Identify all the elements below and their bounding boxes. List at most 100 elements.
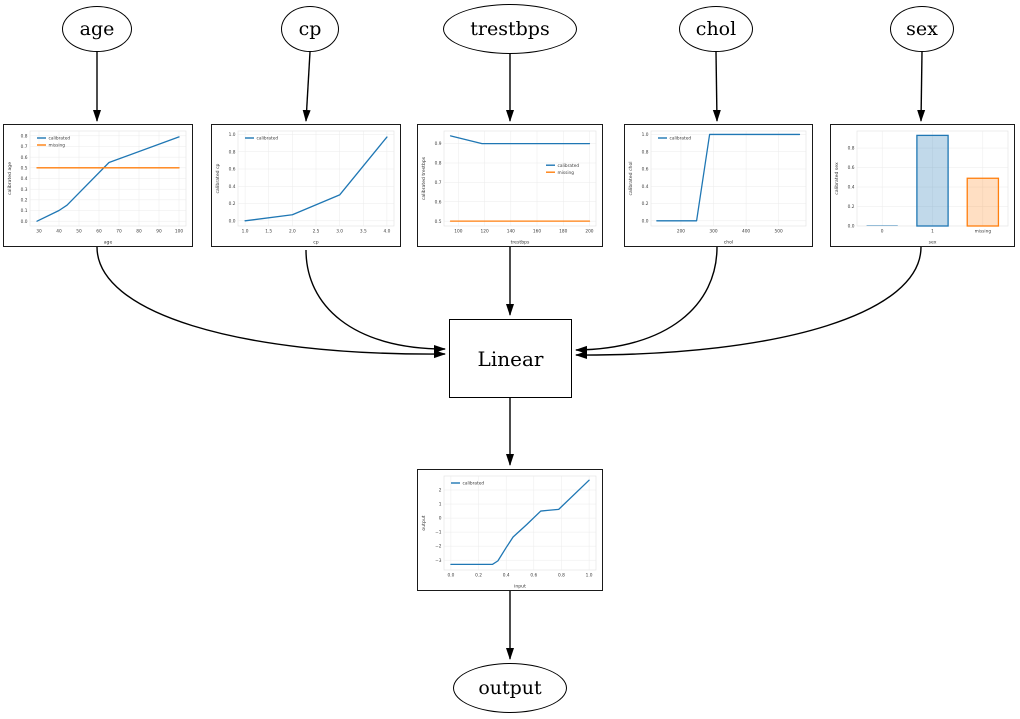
svg-text:calibrated sex: calibrated sex	[834, 162, 840, 195]
svg-text:200: 200	[585, 229, 593, 235]
svg-text:0.7: 0.7	[435, 180, 442, 186]
svg-text:120: 120	[481, 229, 489, 235]
svg-text:0.2: 0.2	[21, 197, 28, 203]
svg-text:trestbps: trestbps	[511, 240, 530, 246]
input-node-age: age	[62, 6, 132, 52]
svg-text:160: 160	[533, 229, 541, 235]
edge-chol-plot-to-linear	[575, 246, 718, 354]
svg-text:0: 0	[439, 516, 442, 522]
svg-text:2.0: 2.0	[289, 229, 296, 235]
svg-text:0.2: 0.2	[229, 201, 236, 207]
svg-text:−1: −1	[435, 530, 442, 536]
svg-text:1.0: 1.0	[586, 573, 593, 579]
svg-text:0.0: 0.0	[229, 218, 236, 224]
svg-text:0.8: 0.8	[848, 146, 855, 152]
svg-text:0.9: 0.9	[435, 141, 442, 147]
input-node-cp: cp	[281, 6, 339, 52]
svg-text:500: 500	[775, 229, 783, 235]
svg-text:50: 50	[76, 229, 82, 235]
svg-text:2: 2	[439, 488, 442, 494]
svg-text:90: 90	[156, 229, 162, 235]
trestbps-chart-svg: 100 120 140 160 180 200 0.5 0.6 0.7 0.8 0.9 trestbp…	[421, 130, 597, 246]
svg-text:1: 1	[439, 502, 442, 508]
svg-text:0.8: 0.8	[435, 161, 442, 167]
svg-text:0: 0	[881, 229, 884, 235]
edge-age-plot-to-linear	[96, 246, 446, 359]
svg-text:3.0: 3.0	[336, 229, 343, 235]
output-node-label: output	[478, 677, 542, 699]
edge-chol-node-to-plot	[712, 51, 721, 122]
svg-text:missing: missing	[49, 143, 66, 149]
svg-text:chol: chol	[724, 240, 734, 246]
svg-text:0.0: 0.0	[642, 218, 649, 224]
svg-text:140: 140	[507, 229, 515, 235]
svg-text:1.5: 1.5	[265, 229, 272, 235]
svg-text:input: input	[514, 584, 526, 590]
svg-text:0.8: 0.8	[642, 149, 649, 155]
svg-text:0.1: 0.1	[21, 208, 28, 214]
svg-text:200: 200	[677, 229, 685, 235]
edge-cp-node-to-plot	[302, 51, 311, 122]
svg-text:0.4: 0.4	[503, 573, 510, 579]
svg-text:100: 100	[454, 229, 462, 235]
svg-text:2.5: 2.5	[313, 229, 320, 235]
svg-text:0.0: 0.0	[447, 573, 454, 579]
svg-text:0.8: 0.8	[229, 149, 236, 155]
output-node: output	[453, 663, 567, 713]
edge-cp-plot-to-linear	[305, 249, 446, 353]
svg-text:output: output	[421, 515, 427, 530]
svg-text:calibrated chol: calibrated chol	[628, 161, 634, 195]
trestbps-calibration-plot: 100 120 140 160 180 200 0.5 0.6 0.7 0.8 0.9 trestbp…	[417, 124, 603, 247]
svg-text:calibrated age: calibrated age	[7, 162, 13, 195]
input-node-trestbps: trestbps	[443, 4, 577, 54]
svg-text:0.6: 0.6	[848, 165, 855, 171]
input-node-sex: sex	[890, 6, 954, 52]
svg-text:40: 40	[56, 229, 62, 235]
svg-text:0.6: 0.6	[21, 155, 28, 161]
linear-layer-box: Linear	[449, 319, 572, 398]
svg-text:cp: cp	[313, 241, 319, 246]
svg-text:30: 30	[36, 229, 42, 235]
svg-text:0.2: 0.2	[475, 573, 482, 579]
svg-text:0.5: 0.5	[435, 219, 442, 225]
svg-text:0.3: 0.3	[21, 187, 28, 193]
svg-text:3.5: 3.5	[360, 229, 367, 235]
svg-text:60: 60	[96, 229, 102, 235]
svg-text:calibrated cp: calibrated cp	[215, 163, 221, 193]
input-node-age-label: age	[79, 18, 115, 40]
input-node-cp-label: cp	[298, 18, 322, 40]
svg-text:180: 180	[559, 229, 567, 235]
svg-text:0.8: 0.8	[558, 573, 565, 579]
input-node-trestbps-label: trestbps	[470, 18, 550, 40]
svg-text:0.7: 0.7	[21, 144, 28, 150]
input-node-chol-label: chol	[695, 18, 737, 40]
svg-text:calibrated: calibrated	[558, 163, 580, 169]
svg-text:100: 100	[175, 229, 183, 235]
svg-text:0.4: 0.4	[229, 184, 236, 190]
svg-text:−3: −3	[435, 558, 442, 564]
svg-text:4.0: 4.0	[383, 229, 390, 235]
input-node-sex-label: sex	[906, 18, 938, 40]
svg-text:0.6: 0.6	[530, 573, 537, 579]
svg-text:0.4: 0.4	[642, 184, 649, 190]
svg-text:0.2: 0.2	[848, 204, 855, 210]
svg-text:0.6: 0.6	[435, 199, 442, 205]
svg-text:0.8: 0.8	[21, 133, 28, 139]
svg-text:0.2: 0.2	[642, 201, 649, 207]
svg-text:age: age	[104, 241, 113, 246]
input-node-chol: chol	[679, 6, 753, 52]
svg-text:0.0: 0.0	[848, 224, 855, 230]
svg-text:0.4: 0.4	[848, 185, 855, 191]
linear-layer-label: Linear	[477, 346, 544, 371]
svg-text:0.6: 0.6	[642, 167, 649, 173]
